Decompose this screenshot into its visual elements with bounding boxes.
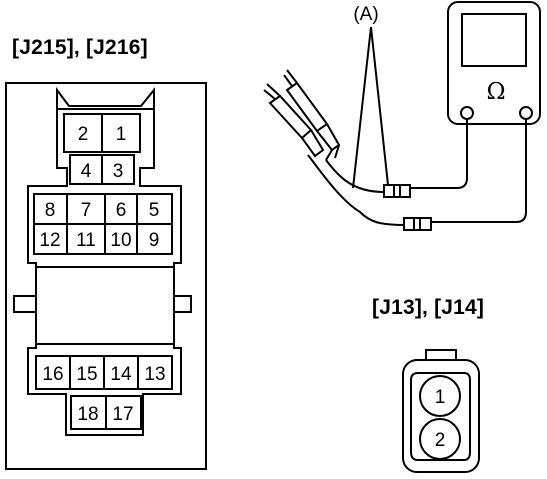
probe-tip bbox=[266, 83, 281, 97]
small-connector-body bbox=[402, 359, 480, 473]
large-connector: 2 1 4 3 8 7 6 5 12 11 10 9 16 15 14 13 1… bbox=[5, 82, 207, 470]
probe-tip bbox=[283, 74, 293, 87]
pin-label: 14 bbox=[110, 364, 132, 385]
probe-tip bbox=[263, 89, 276, 100]
small-connector-cavity bbox=[410, 372, 471, 461]
pin-socket-1 bbox=[419, 375, 461, 417]
pin-label: 1 bbox=[435, 387, 446, 408]
pin-label: 12 bbox=[39, 230, 60, 251]
pin-socket-2 bbox=[419, 418, 461, 460]
pin-label: 16 bbox=[42, 364, 63, 385]
test-probe-lower bbox=[263, 83, 325, 158]
probe-grip bbox=[301, 129, 325, 158]
pin-label: 13 bbox=[144, 364, 165, 385]
probe-wire-lower bbox=[307, 154, 405, 226]
pin-label: 2 bbox=[78, 124, 89, 145]
probe-handle bbox=[268, 94, 313, 140]
connector-label-j215-j216: [J215], [J216] bbox=[12, 36, 148, 59]
connector-latch bbox=[56, 87, 155, 109]
adapter-a-lower bbox=[403, 217, 432, 231]
pin-label: 2 bbox=[435, 430, 446, 451]
meter-terminal-left bbox=[460, 106, 474, 120]
callout-leader bbox=[370, 26, 389, 186]
pin-cell-13 bbox=[137, 355, 173, 390]
meter-lead-left bbox=[411, 119, 468, 189]
pin-label: 5 bbox=[149, 200, 160, 221]
pin-cell-17 bbox=[105, 395, 142, 430]
probe-tip bbox=[286, 69, 298, 84]
connector-housing-outline bbox=[13, 108, 192, 436]
pin-cell-1 bbox=[101, 113, 141, 153]
pin-label: 17 bbox=[112, 404, 133, 425]
meter-display bbox=[461, 13, 527, 67]
pin-label: 15 bbox=[76, 364, 97, 385]
probe-wire-upper bbox=[325, 159, 385, 193]
pin-label: 10 bbox=[110, 230, 131, 251]
ohm-icon: Ω bbox=[486, 79, 505, 105]
probe-grip bbox=[316, 123, 341, 152]
pin-label: 11 bbox=[76, 230, 96, 251]
callout-leader bbox=[352, 26, 372, 189]
meter-body bbox=[447, 1, 541, 125]
ohmmeter: Ω bbox=[447, 1, 541, 125]
pin-label: 3 bbox=[113, 161, 124, 182]
pin-label: 8 bbox=[45, 200, 56, 221]
pin-cell-3 bbox=[101, 154, 135, 185]
meter-lead-right bbox=[432, 119, 527, 223]
connector-frame bbox=[5, 82, 207, 470]
pin-label: 6 bbox=[116, 200, 127, 221]
pin-label: 4 bbox=[81, 161, 92, 182]
pin-label: 7 bbox=[81, 200, 92, 221]
meter-terminal-right bbox=[519, 106, 533, 120]
connector-label-j13-j14: [J13], [J14] bbox=[372, 296, 485, 319]
connector-center-block bbox=[35, 266, 175, 345]
pin-label: 1 bbox=[116, 124, 127, 145]
pin-cell-9 bbox=[136, 223, 173, 255]
test-probe-upper bbox=[283, 69, 341, 161]
small-connector-tab bbox=[425, 349, 457, 360]
probe-handle bbox=[285, 81, 329, 133]
pin-label: 9 bbox=[149, 230, 160, 251]
callout-label-a: (A) bbox=[353, 4, 378, 25]
small-connector: 1 2 bbox=[402, 349, 480, 473]
probe-boot bbox=[325, 144, 340, 161]
adapter-a-upper bbox=[383, 184, 411, 198]
pin-label: 18 bbox=[77, 404, 98, 425]
